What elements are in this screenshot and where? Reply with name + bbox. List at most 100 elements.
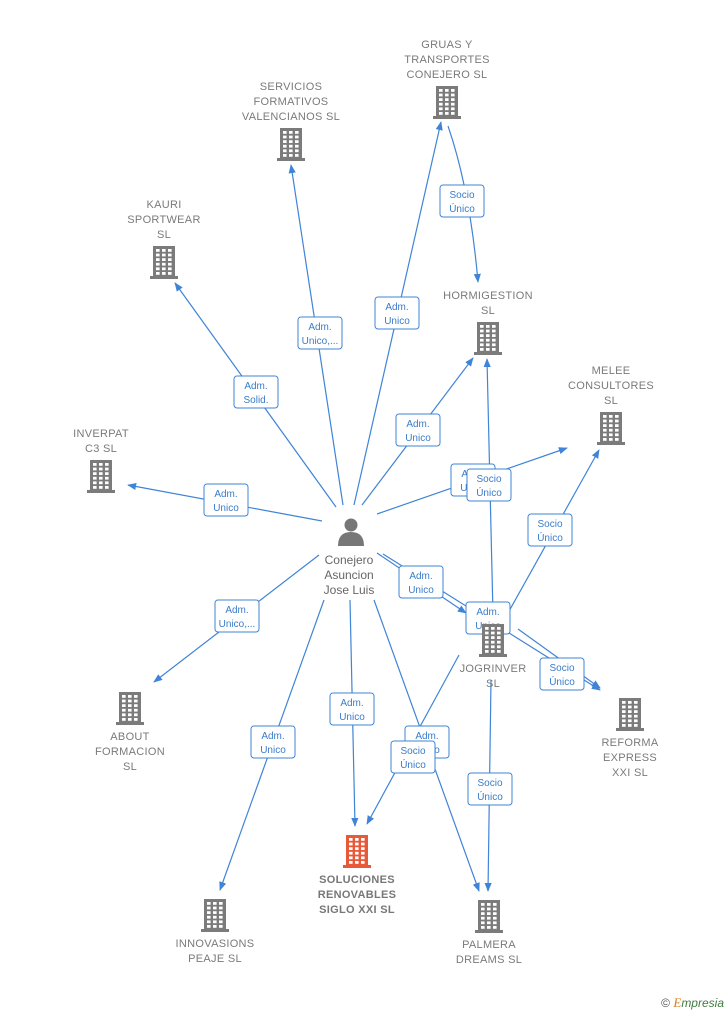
company-name-line: SPORTWEAR xyxy=(127,214,200,226)
company-name-line: C3 SL xyxy=(85,443,117,455)
edge-label-text: Unico xyxy=(339,712,365,723)
building-icon xyxy=(475,900,503,933)
edge-label-text: Adm. xyxy=(261,731,284,742)
company-node-innovasions[interactable]: INNOVASIONS PEAJE SL xyxy=(176,899,255,965)
footer-brand[interactable]: © Empresia xyxy=(661,995,724,1011)
person-name-line: Conejero xyxy=(325,553,374,567)
edges-layer xyxy=(127,121,601,892)
building-icon xyxy=(343,835,371,868)
edge-label-text: Adm. xyxy=(340,698,363,709)
edge-label-person-innovasions[interactable]: Adm. Unico xyxy=(250,725,296,759)
company-name-line: SOLUCIONES xyxy=(319,874,395,886)
person-icon xyxy=(338,518,364,546)
company-node-melee[interactable]: MELEE CONSULTORES SL xyxy=(568,365,654,445)
brand-initial: E xyxy=(673,995,682,1010)
company-name-line: JOGRINVER xyxy=(460,663,527,675)
building-icon xyxy=(277,128,305,161)
company-node-servicios[interactable]: SERVICIOS FORMATIVOS VALENCIANOS SL xyxy=(242,81,340,161)
edge-label-text: Unico xyxy=(260,745,286,756)
building-icon xyxy=(433,86,461,119)
company-node-hormigestion[interactable]: HORMIGESTION SL xyxy=(443,290,533,355)
company-node-jogrinver[interactable]: JOGRINVER SL xyxy=(460,624,527,690)
edge-label-text: Unico,... xyxy=(219,619,256,630)
edge-label-text: Único xyxy=(549,675,575,688)
edge-label-text: Unico xyxy=(213,503,239,514)
company-name-line: FORMACION xyxy=(95,746,165,758)
edge-label-person-kauri[interactable]: Adm.Solid. xyxy=(233,375,279,409)
edge-label-person-about[interactable]: Adm. Unico,... xyxy=(214,599,260,633)
company-name-line: HORMIGESTION xyxy=(443,290,533,302)
edge-label-person-hormigestion[interactable]: Adm.Unico xyxy=(395,413,441,447)
edge-label-text: Único xyxy=(449,202,475,215)
company-name-line: KAURI xyxy=(146,199,181,211)
company-node-reforma[interactable]: REFORMA EXPRESS XXI SL xyxy=(601,698,659,779)
edge-label-text: Unico xyxy=(408,585,434,596)
company-name-line: VALENCIANOS SL xyxy=(242,111,340,123)
edge-label-person-inverpat[interactable]: Adm. Unico xyxy=(203,483,249,517)
edge-label-text: Unico xyxy=(405,433,431,444)
edge-label-text: Adm. xyxy=(214,489,237,500)
company-name-line: MELEE xyxy=(592,365,631,377)
edge-label-text: Socio xyxy=(477,778,502,789)
edge-label-text: Adm. xyxy=(409,571,432,582)
company-name-line: SL xyxy=(123,761,137,773)
edge-label-text: Adm. xyxy=(385,302,408,313)
edge-label-text: Adm. xyxy=(225,605,248,616)
company-name-line: FORMATIVOS xyxy=(254,96,329,108)
company-name-line: EXPRESS xyxy=(603,752,657,764)
edge-label-person-gruas[interactable]: Adm. Unico xyxy=(374,296,420,330)
company-name-line: PEAJE SL xyxy=(188,953,242,965)
company-name-line: RENOVABLES xyxy=(318,889,397,901)
edge-label-text: Único xyxy=(477,790,503,803)
company-name-line: REFORMA xyxy=(601,737,658,749)
edge-label-text: Socio xyxy=(476,474,501,485)
person-name-line: Jose Luis xyxy=(324,583,375,597)
company-name-line: XXI SL xyxy=(612,767,648,779)
company-node-inverpat[interactable]: INVERPAT C3 SL xyxy=(73,428,129,493)
company-name-line: SL xyxy=(157,229,171,241)
company-node-kauri[interactable]: KAURI SPORTWEAR SL xyxy=(127,199,200,279)
building-icon xyxy=(116,692,144,725)
edge-label-person-soluciones[interactable]: Adm. Unico xyxy=(329,692,375,726)
edge-label-text: Adm. xyxy=(476,607,499,618)
company-name-line: SERVICIOS xyxy=(260,81,322,93)
person-name-line: Asuncion xyxy=(324,568,373,582)
edge-labels-layer: Adm.UnicoAdm.Unico,...Adm.Solid.Adm.Unic… xyxy=(203,184,585,806)
edge-label-text: Unico,... xyxy=(302,336,339,347)
edge-label-text: Adm. xyxy=(308,322,331,333)
building-icon xyxy=(87,460,115,493)
edge-label-person-servicios[interactable]: Adm. Unico,... xyxy=(297,316,343,350)
building-icon xyxy=(479,624,507,657)
edge-label-person-jogrinver[interactable]: Adm. Unico xyxy=(398,565,444,599)
company-name-line: SL xyxy=(481,305,495,317)
edge-label-text: Único xyxy=(537,531,563,544)
company-name-line: CONEJERO SL xyxy=(407,69,488,81)
company-name-line: SL xyxy=(604,395,618,407)
edge-label-text: Solid. xyxy=(243,395,268,406)
edge-label-text: Único xyxy=(476,486,502,499)
copyright-icon: © xyxy=(661,996,671,1010)
building-icon xyxy=(201,899,229,932)
edge-label-text: Socio xyxy=(400,746,425,757)
company-name-line: SL xyxy=(486,678,500,690)
company-name-line: INNOVASIONS xyxy=(176,938,255,950)
brand-name: mpresia xyxy=(681,996,724,1010)
company-name-line: DREAMS SL xyxy=(456,954,522,966)
edge-label-text: Unico xyxy=(384,316,410,327)
company-name-line: CONSULTORES xyxy=(568,380,654,392)
building-icon xyxy=(474,322,502,355)
company-name-line: INVERPAT xyxy=(73,428,129,440)
